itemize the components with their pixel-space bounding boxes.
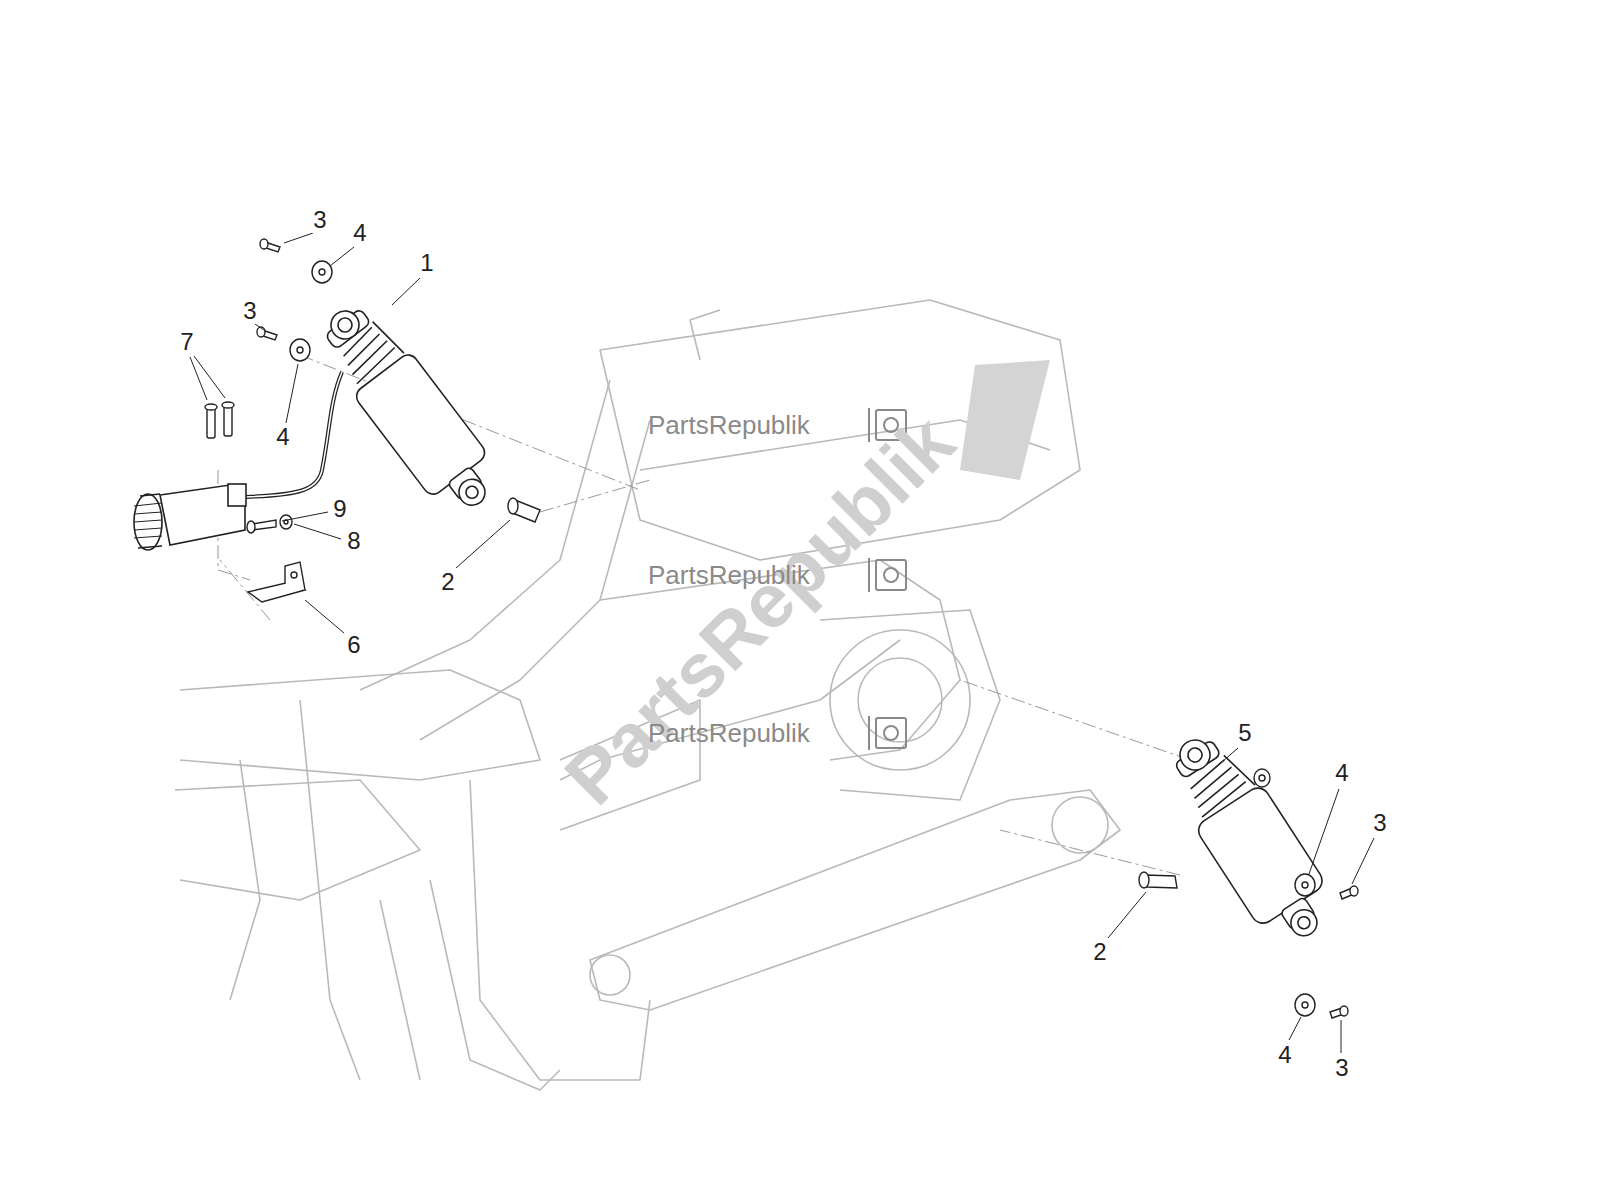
callout-number: 7 [178, 329, 195, 355]
callout-number: 3 [1371, 810, 1388, 836]
callout-number: 2 [1091, 939, 1108, 965]
preload-adjuster [134, 484, 246, 550]
callout-number: 4 [351, 220, 368, 246]
callout-number: 9 [331, 496, 348, 522]
hydraulic-hose [245, 372, 342, 497]
leader-lines [190, 233, 1374, 1053]
screw [205, 402, 234, 438]
callout-number: 3 [241, 298, 258, 324]
callout-number: 3 [311, 207, 328, 233]
bolt [247, 515, 292, 533]
watermark-text: PartsRepublik [648, 720, 810, 746]
callout-number: 3 [1333, 1055, 1350, 1081]
callout-number: 4 [274, 424, 291, 450]
callout-number: 6 [345, 632, 362, 658]
frame-drawing [175, 300, 1120, 1090]
mounting-bracket [248, 562, 305, 602]
bolt-and-washer [257, 239, 332, 361]
alignment-lines [218, 355, 1190, 875]
rear-shock-absorber [1153, 721, 1344, 956]
hydraulic-hose [245, 372, 342, 497]
watermark-text: PartsRepublik [648, 562, 810, 588]
callout-number: 1 [418, 250, 435, 276]
callout-number: 5 [1236, 720, 1253, 746]
shock-pin [508, 498, 540, 522]
bolt-and-washer [1139, 769, 1358, 1018]
rear-shock-absorber [308, 292, 509, 524]
watermark-logo [960, 360, 1050, 480]
callout-number: 4 [1276, 1042, 1293, 1068]
callout-number: 8 [345, 528, 362, 554]
callout-number: 2 [439, 569, 456, 595]
watermark-text: PartsRepublik [552, 402, 967, 817]
callout-number: 4 [1333, 760, 1350, 786]
watermark-text: PartsRepublik [648, 412, 810, 438]
